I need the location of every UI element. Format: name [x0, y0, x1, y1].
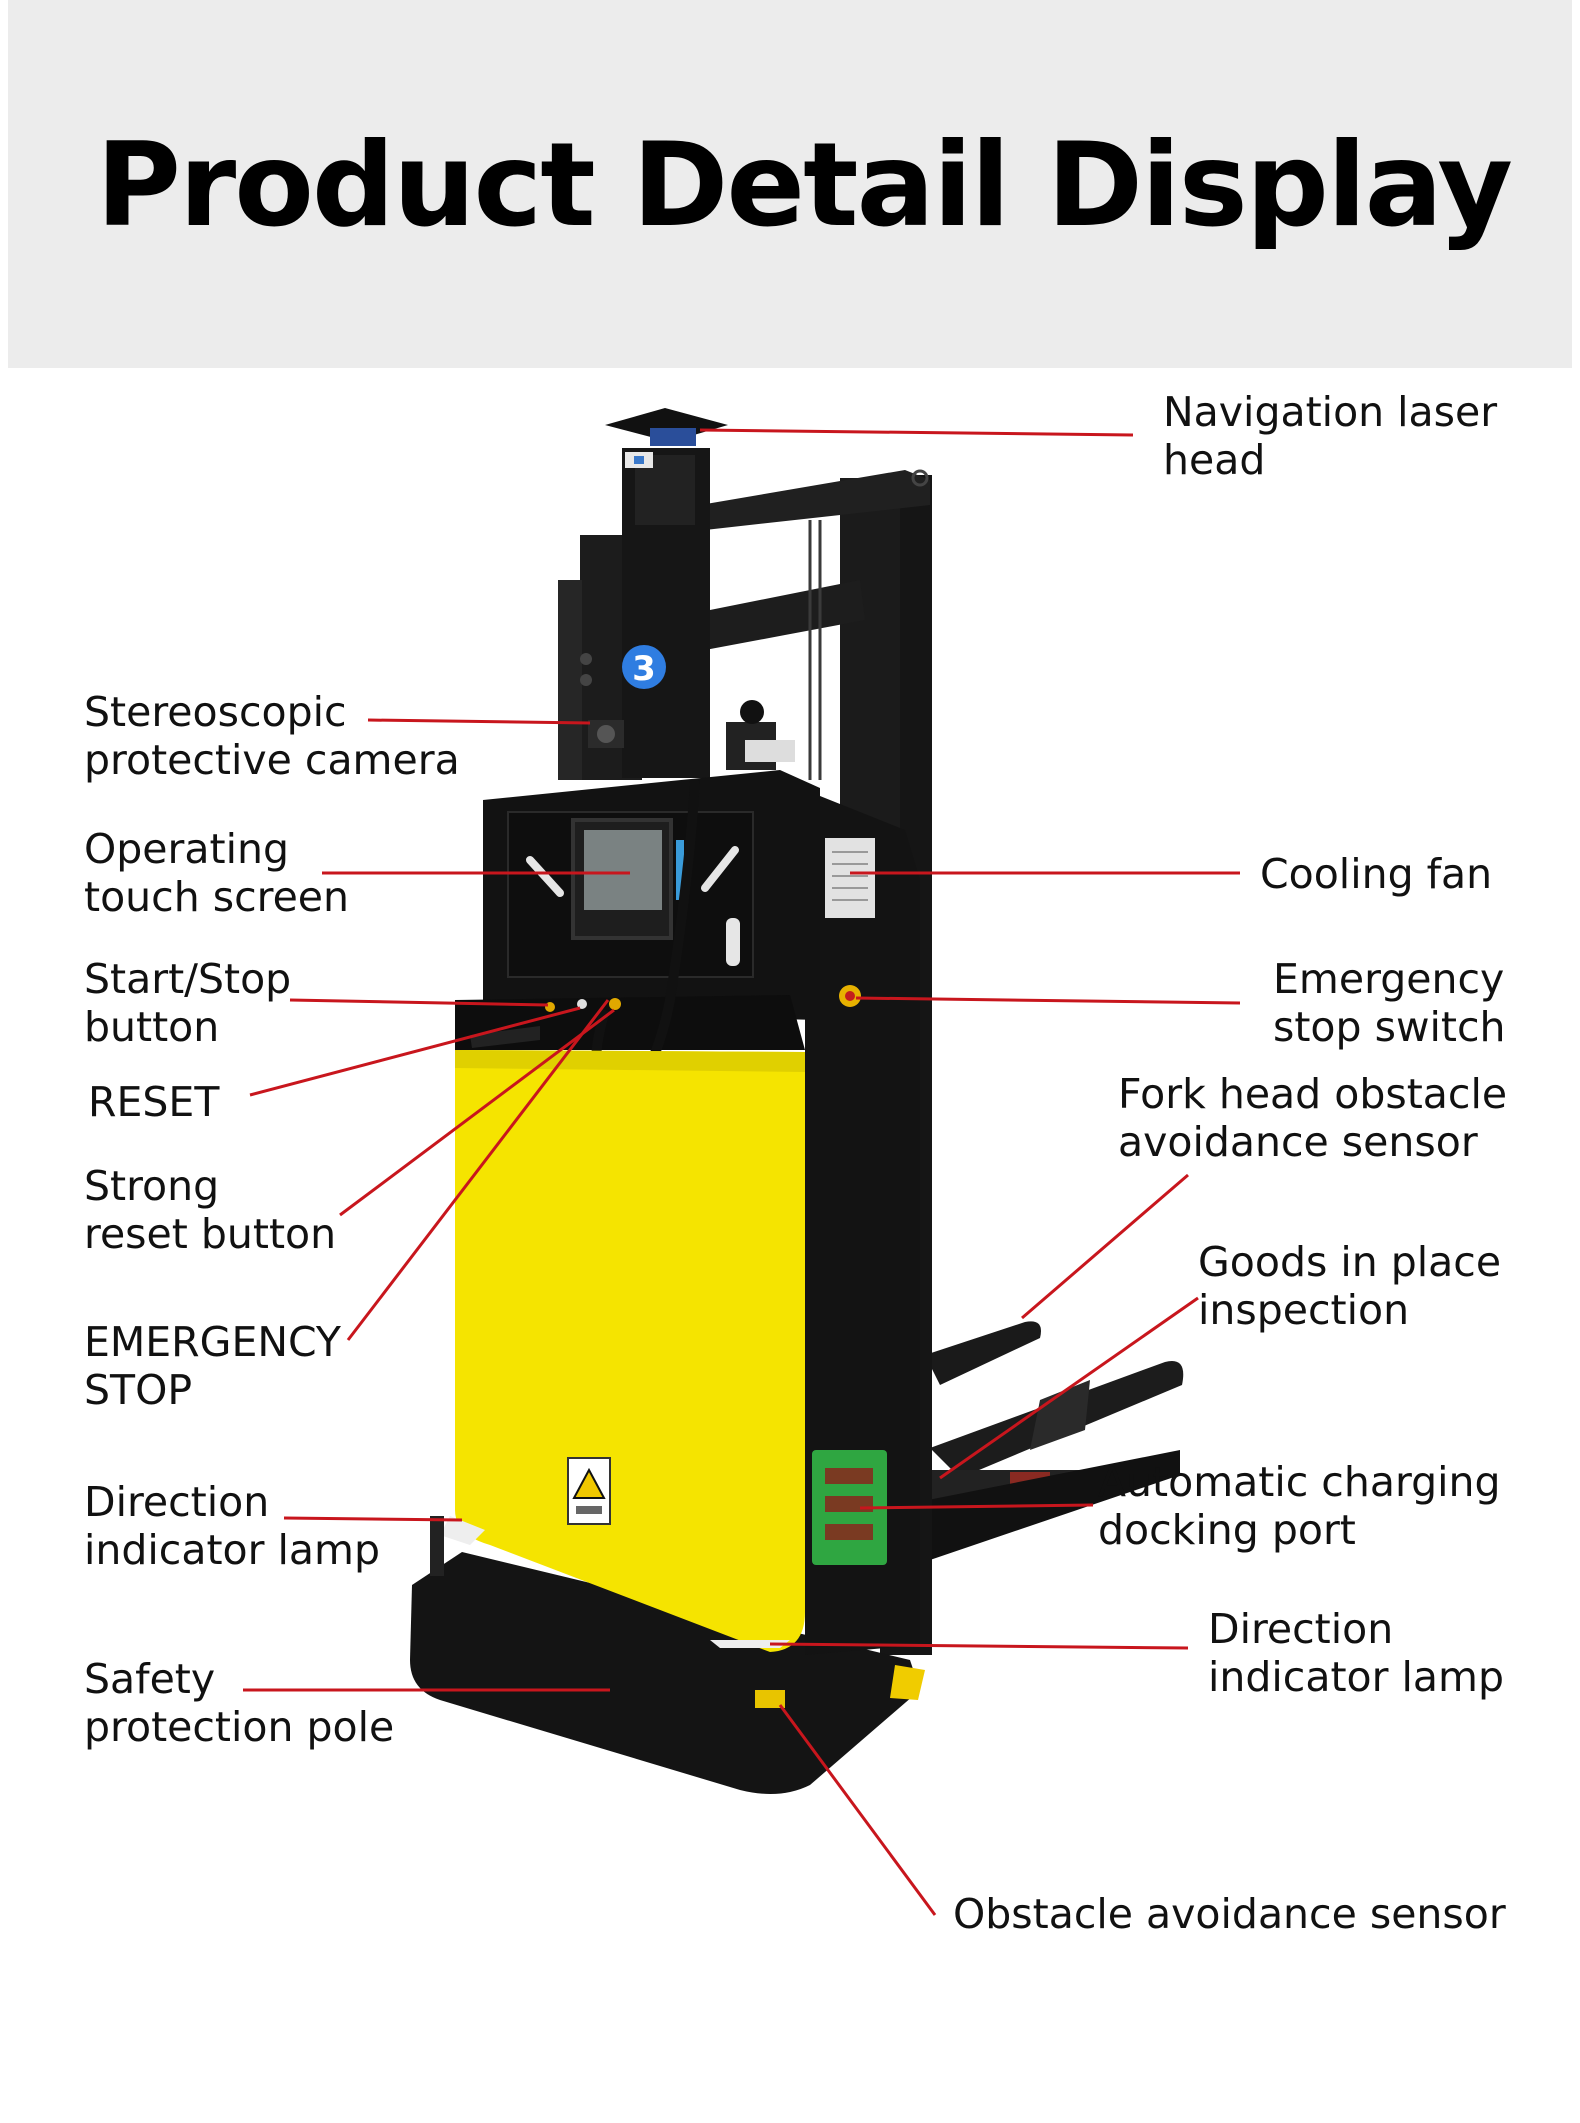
- touch-screen-display: [584, 830, 662, 910]
- leader-line-obstacle-sensor: [778, 1704, 937, 1916]
- leader-line-direction-lamp-left: [283, 1516, 463, 1522]
- leader-lines: [243, 428, 1241, 1916]
- cooling-fan-grille: [825, 838, 875, 918]
- title-banner: [8, 0, 1572, 368]
- yellow-panel: [455, 1050, 805, 1652]
- leader-line-emergency-switch: [855, 996, 1241, 1005]
- bottom-sensor: [755, 1690, 785, 1708]
- label-cooling-fan: Cooling fan: [1260, 850, 1493, 898]
- leader-line-goods-inspection: [939, 1296, 1199, 1480]
- base-platform: [410, 1552, 920, 1794]
- leader-line-direction-lamp-right: [769, 1642, 1189, 1650]
- leader-line-navigation-laser: [699, 428, 1134, 437]
- leader-line-charging-port: [859, 1503, 1094, 1510]
- direction-lamp-left: [440, 1516, 485, 1545]
- leader-line-strong-reset: [339, 1008, 615, 1217]
- leader-line-start-stop: [289, 998, 549, 1007]
- label-obstacle-sensor: Obstacle avoidance sensor: [953, 1890, 1506, 1938]
- leader-line-emergency-stop: [346, 999, 610, 1341]
- forklift-body: [410, 770, 925, 1794]
- page-title: Product Detail Display: [96, 118, 1513, 253]
- number-badge: [622, 645, 666, 689]
- laser-sensor: [650, 428, 696, 446]
- svg-text:3: 3: [632, 649, 656, 689]
- leader-line-reset: [249, 1006, 581, 1097]
- leader-line-fork-sensor: [1021, 1173, 1189, 1320]
- label-reset: RESET: [88, 1078, 220, 1126]
- leader-line-stereoscopic-camera: [367, 718, 591, 725]
- direction-lamp-right: [710, 1640, 790, 1648]
